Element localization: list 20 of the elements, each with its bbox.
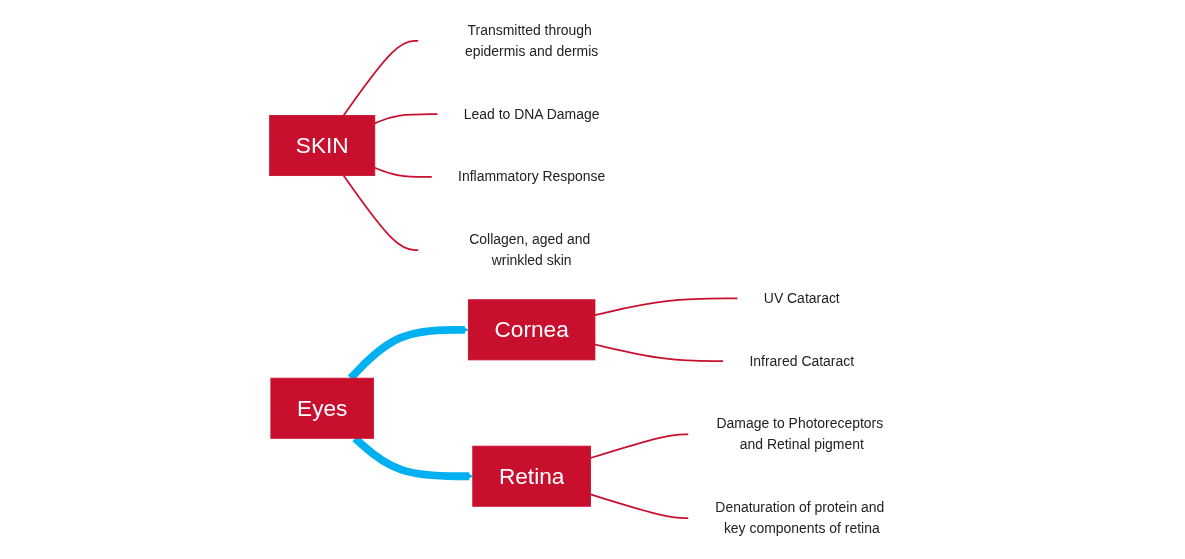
- connector: [594, 343, 725, 363]
- node-text: Inflammatory Response: [458, 169, 606, 184]
- connector: [342, 40, 420, 117]
- node-text: Infrared Cataract: [749, 353, 855, 369]
- node-box: SKIN: [269, 115, 376, 177]
- node-box: Eyes: [270, 377, 375, 439]
- connector: [374, 113, 439, 125]
- node-text: Transmitted through epidermis and dermis: [465, 22, 599, 59]
- node-box: Retina: [472, 445, 592, 507]
- connector: [589, 493, 690, 519]
- node-text: Collagen, aged and wrinkled skin: [469, 231, 591, 268]
- connector: [374, 166, 433, 178]
- node-text: Lead to DNA Damage: [463, 106, 600, 122]
- node-text: Damage to Photoreceptors and Retinal pigment: [716, 416, 884, 452]
- connector: [589, 433, 690, 459]
- connector: [594, 297, 739, 316]
- connector: [342, 174, 420, 251]
- node-text: UV Cataract: [763, 290, 840, 306]
- node-box: Cornea: [468, 299, 596, 361]
- node-text: Denaturation of protein and key components of retina: [715, 499, 885, 536]
